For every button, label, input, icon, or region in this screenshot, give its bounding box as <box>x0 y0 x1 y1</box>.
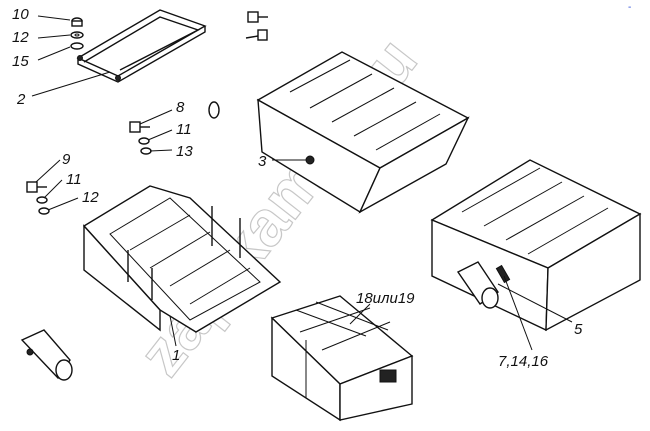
bolt-8 <box>129 121 150 133</box>
callout-8: 8 <box>176 99 185 116</box>
bolt-top-2 <box>245 29 268 41</box>
battery-box-assembly <box>430 159 642 332</box>
bolt-top-1 <box>247 11 268 23</box>
callout-11b: 11 <box>66 171 82 188</box>
washer-11b <box>36 196 48 204</box>
nut-10 <box>71 17 83 27</box>
callout-11: 11 <box>176 121 192 138</box>
retaining-frame <box>76 9 207 83</box>
ring-washer <box>208 101 220 119</box>
callout-12: 12 <box>12 29 29 46</box>
assembly-plug <box>456 261 499 309</box>
washer-12b <box>38 207 50 215</box>
callout-13: 13 <box>176 143 193 160</box>
battery-cover-3 <box>256 51 470 214</box>
callout-18-19: 18или19 <box>356 290 415 307</box>
callout-5: 5 <box>574 321 583 338</box>
nut-13 <box>140 147 152 155</box>
callout-2: 2 <box>16 91 26 108</box>
battery-18-19 <box>270 295 414 422</box>
callout-15: 15 <box>12 53 29 70</box>
callout-1: 1 <box>172 347 180 364</box>
battery-tray-1 <box>82 185 282 333</box>
callout-10: 10 <box>12 6 29 23</box>
washer-12 <box>70 31 84 39</box>
connector-plug <box>20 329 73 381</box>
corner-mark: - <box>628 2 631 13</box>
callout-7-14-16: 7,14,16 <box>498 353 549 370</box>
washer-15 <box>70 42 84 50</box>
bolt-9 <box>26 181 47 193</box>
leader-lines <box>31 15 573 351</box>
washer-11a <box>138 137 150 145</box>
callout-9: 9 <box>62 151 71 168</box>
callout-12b: 12 <box>82 189 99 206</box>
callout-3: 3 <box>258 153 267 170</box>
